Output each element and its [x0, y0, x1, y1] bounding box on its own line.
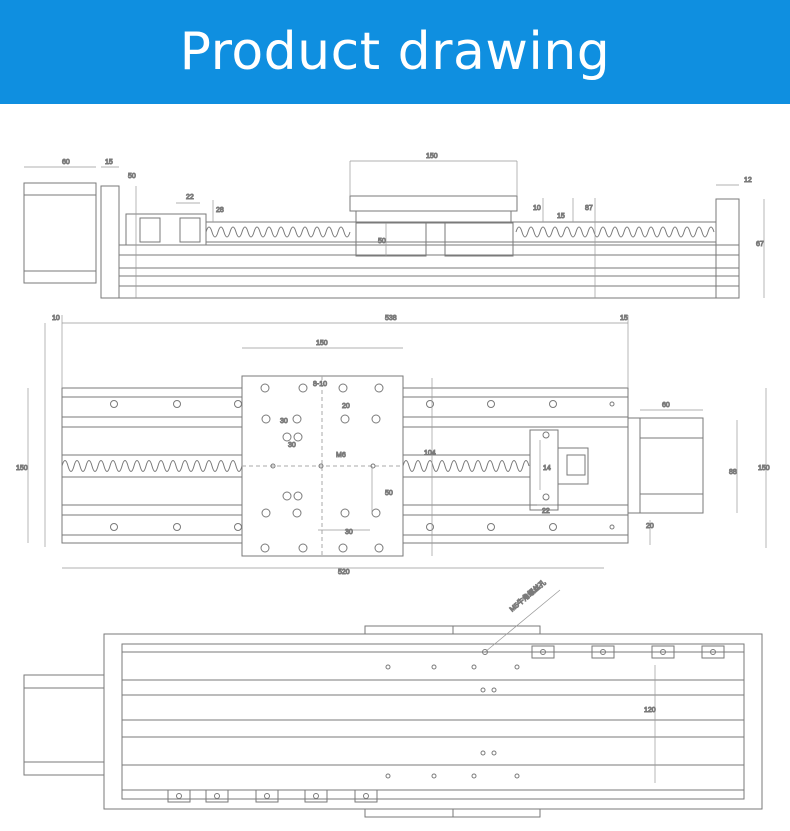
dim-side-3: 150	[426, 153, 438, 160]
dim-top-6: 30	[280, 418, 288, 425]
title-banner: Product drawing	[0, 0, 790, 104]
dim-top-13: 150	[16, 465, 28, 472]
bottom-rail-body	[103, 633, 763, 810]
dim-top-8: 30	[288, 442, 296, 449]
side-coupling	[125, 213, 207, 246]
dim-side-5: 50	[128, 173, 136, 180]
dim-top-10: 104	[424, 450, 436, 457]
dim-bottom-1: 120	[644, 707, 656, 714]
banner-title: Product drawing	[179, 22, 611, 82]
top-view: 10 538 15 150 8-10 30 20 30 M6 104 50 30…	[16, 315, 771, 577]
dim-top-7: 20	[342, 403, 350, 410]
side-ballscrew	[205, 221, 716, 243]
bottom-callout-label: M5牛角螺丝孔	[508, 578, 548, 614]
bottom-motor	[23, 674, 105, 776]
side-motor	[23, 182, 97, 284]
bottom-view: M5牛角螺丝孔 120	[23, 577, 763, 818]
side-view: 60 15 150 12 50 22 28 10 15 67 50 87	[23, 153, 764, 299]
dim-top-11: 50	[385, 490, 393, 497]
dim-top-2: 538	[385, 315, 397, 322]
side-slider-plate	[349, 195, 518, 212]
dim-side-10: 67	[756, 241, 764, 248]
dim-side-1: 60	[62, 159, 70, 166]
dim-top-3: 15	[620, 315, 628, 322]
dim-side-6: 22	[186, 194, 194, 201]
top-coupling	[557, 447, 589, 485]
dim-top-15: 150	[758, 465, 770, 472]
dim-side-4: 12	[744, 177, 752, 184]
dim-top-17: 22	[542, 508, 550, 515]
dim-side-9: 15	[557, 213, 565, 220]
dim-top-18: 20	[646, 523, 654, 530]
dim-top-4: 150	[316, 340, 328, 347]
dim-side-2: 15	[105, 159, 113, 166]
dim-side-11: 50	[378, 238, 386, 245]
dim-top-12: 30	[345, 529, 353, 536]
dim-top-20: 60	[662, 402, 670, 409]
dim-top-19: 520	[338, 569, 350, 576]
side-end-plate-left	[100, 185, 120, 299]
side-rail-body	[118, 244, 740, 299]
dim-top-14: 88	[729, 469, 737, 476]
dim-top-9: M6	[336, 452, 346, 459]
dim-top-5: 8-10	[313, 381, 327, 388]
dim-side-7: 28	[216, 207, 224, 214]
dim-top-16: 14	[543, 465, 551, 472]
top-ballscrew	[61, 454, 530, 478]
dim-side-12: 87	[585, 205, 593, 212]
side-end-plate-right	[715, 198, 740, 299]
dim-top-1: 10	[52, 315, 60, 322]
bottom-holes	[167, 645, 725, 803]
top-mounting-holes	[110, 383, 615, 553]
top-motor	[627, 417, 704, 514]
dim-side-8: 10	[533, 205, 541, 212]
